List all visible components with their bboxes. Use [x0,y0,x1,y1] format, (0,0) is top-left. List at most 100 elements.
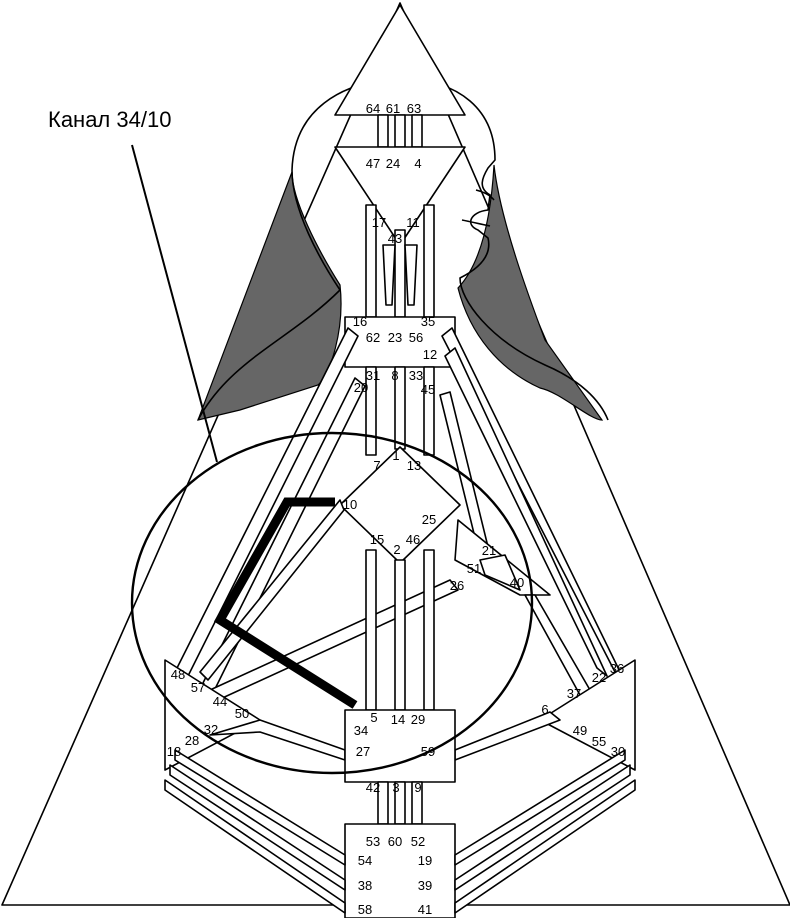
gate-label-22: 22 [592,670,606,685]
gate-label-1: 1 [392,448,399,463]
gate-label-31: 31 [366,368,380,383]
channel-2-14 [394,559,406,711]
gate-label-20: 20 [354,380,368,395]
gate-label-30: 30 [611,744,625,759]
gate-label-59: 59 [421,744,435,759]
gate-label-47: 47 [366,156,380,171]
channel-12-22 [444,347,608,677]
gate-label-55: 55 [592,734,606,749]
gate-label-42: 42 [366,780,380,795]
channel-63-4 [411,114,423,148]
gate-label-61: 61 [386,101,400,116]
gate-label-53: 53 [366,834,380,849]
callout-line [131,144,218,463]
gate-label-63: 63 [407,101,421,116]
gate-label-9: 9 [414,780,421,795]
gate-label-13: 13 [407,458,421,473]
gate-label-58: 58 [358,902,372,917]
gate-label-12: 12 [423,347,437,362]
gate-label-33: 33 [409,368,423,383]
channel-61-24 [394,114,406,148]
face-mark-nose [475,189,495,201]
gate-label-29: 29 [411,712,425,727]
gate-label-41: 41 [418,902,432,917]
gate-label-15: 15 [370,532,384,547]
gate-label-19: 19 [418,853,432,868]
gate-label-21: 21 [482,543,496,558]
gate-label-52: 52 [411,834,425,849]
channel-31-7 [365,366,377,456]
head-center [334,4,466,116]
gate-label-56: 56 [409,330,423,345]
gate-label-49: 49 [573,723,587,738]
channel-19-49 [454,749,626,866]
gate-label-3: 3 [392,780,399,795]
gate-label-28: 28 [185,733,199,748]
channel-inner-left [382,244,396,306]
gate-label-57: 57 [191,680,205,695]
gate-label-38: 38 [358,878,372,893]
gate-label-36: 36 [610,661,624,676]
gate-label-16: 16 [353,314,367,329]
gate-label-4: 4 [414,156,421,171]
channel-58-18 [164,779,346,914]
gate-label-48: 48 [171,667,185,682]
channel-inner-right [404,244,418,306]
channel-15-5 [365,549,377,711]
gate-label-23: 23 [388,330,402,345]
gate-label-18: 18 [167,744,181,759]
gate-label-25: 25 [422,512,436,527]
gate-label-60: 60 [388,834,402,849]
highlight-ellipse [130,431,534,775]
gate-label-39: 39 [418,878,432,893]
ajna-center [334,146,466,246]
gate-label-45: 45 [421,382,435,397]
gate-label-10: 10 [343,497,357,512]
gate-label-26: 26 [450,578,464,593]
channel-34-10-highlight [213,497,358,709]
gate-label-34: 34 [354,723,368,738]
channel-11-56 [423,204,435,318]
gate-label-50: 50 [235,706,249,721]
gate-label-43: 43 [388,231,402,246]
channel-46-29 [423,549,435,711]
gate-label-27: 27 [356,744,370,759]
gate-label-44: 44 [213,694,227,709]
ego-inner [479,554,521,591]
gate-label-46: 46 [406,532,420,547]
gate-label-7: 7 [373,458,380,473]
face-mark-mouth [461,219,491,227]
gate-label-2: 2 [393,542,400,557]
left-shadow [197,171,342,421]
gate-label-14: 14 [391,712,405,727]
gate-label-54: 54 [358,853,372,868]
channel-64-47 [377,114,389,148]
gate-label-32: 32 [204,722,218,737]
gate-label-35: 35 [421,314,435,329]
gate-label-5: 5 [370,710,377,725]
gate-label-24: 24 [386,156,400,171]
gate-label-51: 51 [467,561,481,576]
gate-label-64: 64 [366,101,380,116]
diagram-title: Канал 34/10 [48,107,171,132]
root-center [344,823,456,919]
right-shadow [457,164,604,421]
channel-40-37 [524,594,591,696]
gate-label-37: 37 [567,686,581,701]
spleen-center [164,659,261,771]
channel-6-59 [454,711,561,761]
gate-label-62: 62 [366,330,380,345]
gate-label-6: 6 [541,702,548,717]
body-silhouette [197,77,609,421]
gate-label-8: 8 [391,368,398,383]
channel-54-32 [174,749,346,866]
channel-33-13 [423,366,435,456]
channel-39-55 [454,764,631,891]
solar-plexus-center [539,659,636,771]
channel-41-30 [454,779,636,914]
channel-38-28 [169,764,346,891]
gate-label-17: 17 [372,215,386,230]
